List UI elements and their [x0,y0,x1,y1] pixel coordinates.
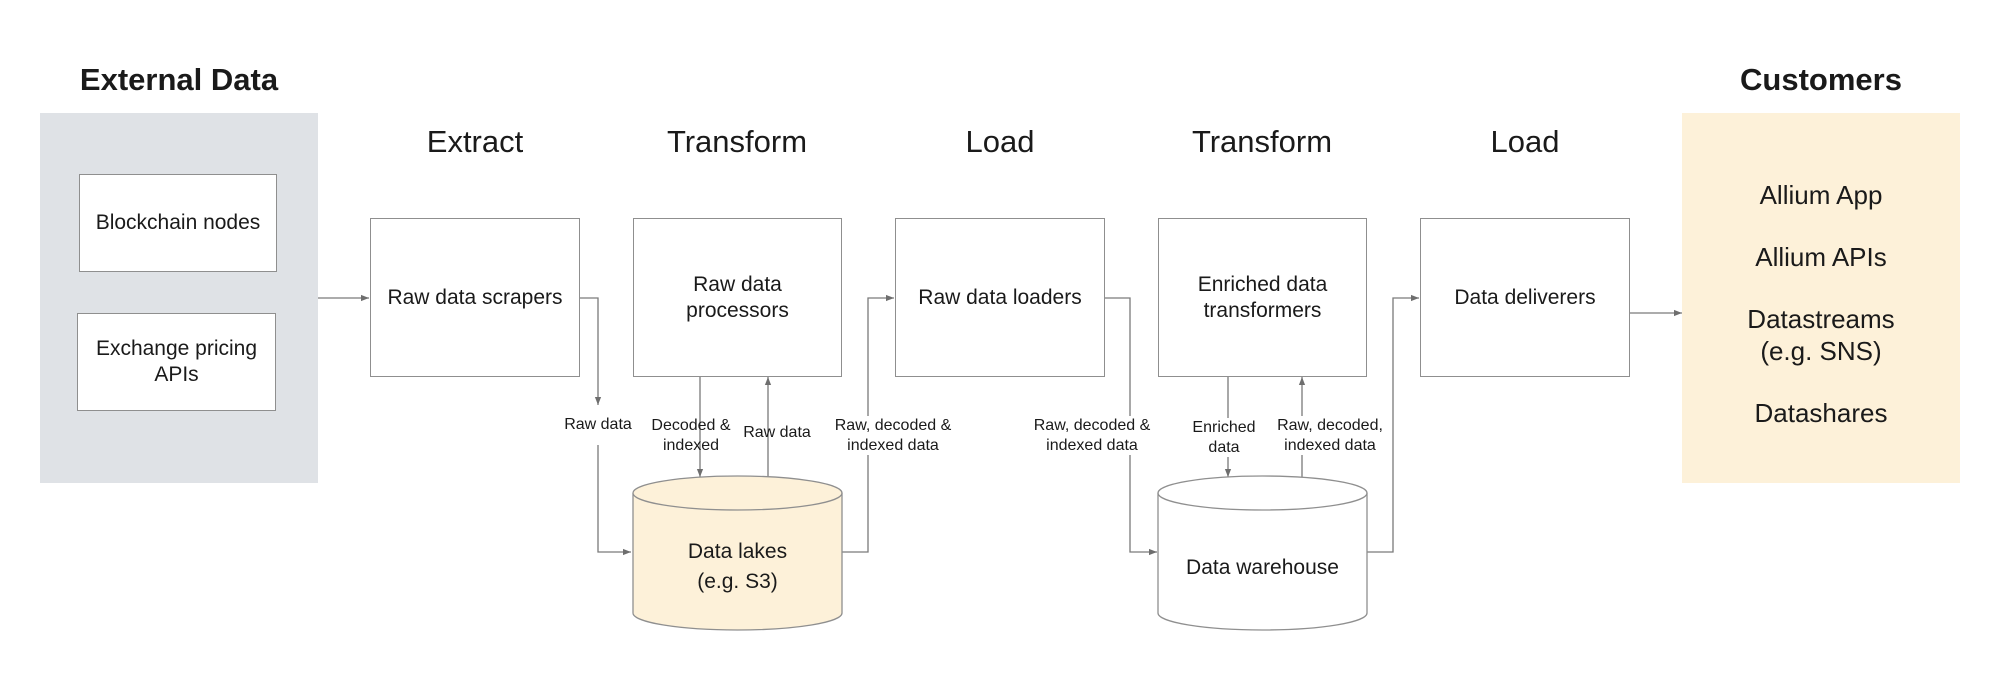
box-raw-data-loaders: Raw data loaders [895,218,1105,377]
customer-allium-app: Allium App [1759,180,1883,210]
edge-label-raw-decoded-indexed-1: Raw, decoded & indexed data [823,416,963,456]
edge-label-raw-decoded-indexed-3: Raw, decoded, indexed data [1270,416,1390,456]
external-data-title: External Data [79,62,279,97]
stage-transform-1: Transform [666,124,808,159]
data-lakes-cylinder [632,475,843,631]
stage-transform-2: Transform [1191,124,1333,159]
stage-load-1: Load [965,124,1035,159]
edge-label-raw-data-2: Raw data [743,424,811,441]
arrow-warehouse-to-deliverers [1367,294,1419,553]
box-raw-data-processors: Raw data processors [633,218,842,377]
box-enriched-data-transformers: Enriched data transformers [1158,218,1367,377]
data-warehouse-label: Data warehouse [1186,556,1339,579]
edge-label-decoded-indexed: Decoded & indexed [651,417,731,454]
arrow-scrapers-down [580,297,602,405]
arrow-raw-to-lakes [597,445,631,556]
customers-panel [1682,113,1960,483]
edge-label-enriched-data: Enriched data [1179,418,1269,458]
customer-allium-apis: Allium APIs [1755,242,1887,272]
stage-extract: Extract [426,124,524,159]
customer-datashares: Datashares [1754,398,1888,428]
source-blockchain-nodes: Blockchain nodes [79,174,277,272]
data-lakes-label: Data lakes (e.g. S3) [687,540,788,594]
box-raw-data-scrapers: Raw data scrapers [370,218,580,377]
box-data-deliverers: Data deliverers [1420,218,1630,377]
edge-label-raw-data-1: Raw data [548,415,648,435]
customers-title: Customers [1740,62,1902,97]
edge-label-raw-decoded-indexed-2: Raw, decoded & indexed data [1022,416,1162,456]
customer-datastreams: Datastreams (e.g. SNS) [1747,304,1895,366]
source-exchange-pricing-apis: Exchange pricing APIs [77,313,276,411]
data-warehouse-cylinder [1157,475,1368,631]
stage-load-2: Load [1490,124,1560,159]
